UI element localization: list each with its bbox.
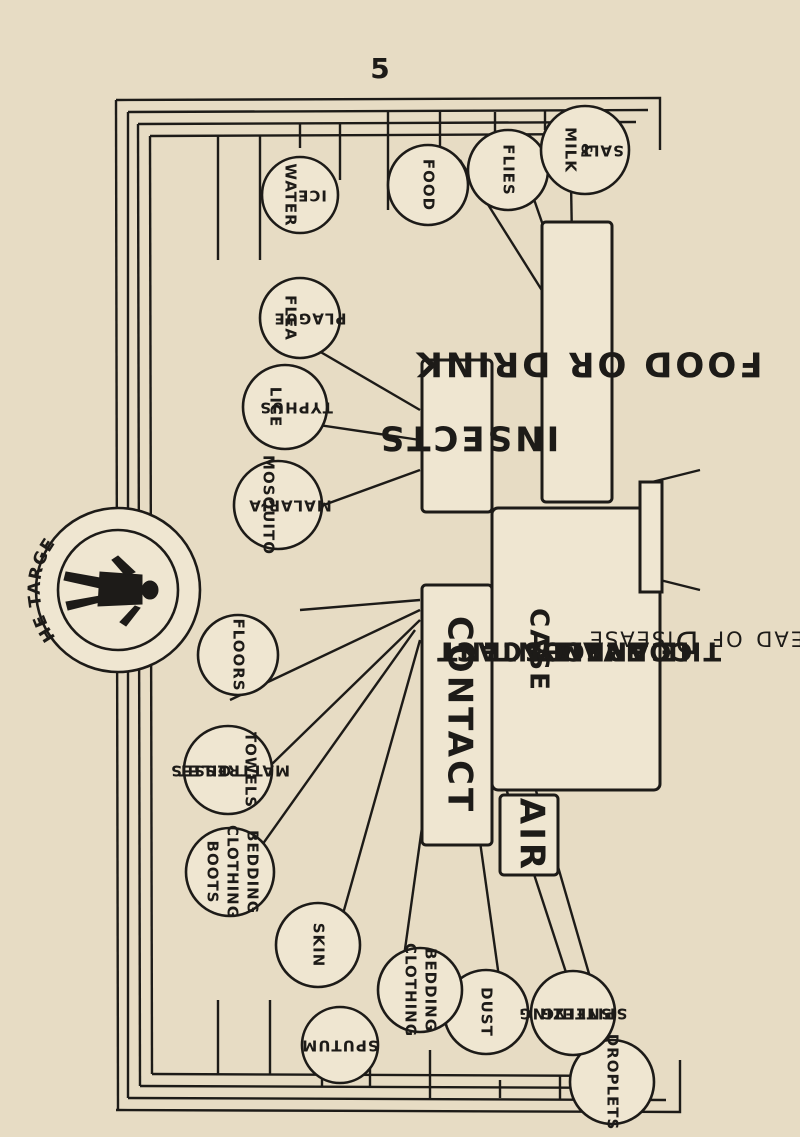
droplets-circle (568, 1038, 656, 1126)
ice-label: ICE (297, 187, 327, 205)
enemy-header: THE ENEMY (535, 636, 721, 666)
source-circles: DROPLETS SNEEZING SPITTING DUST BEDDING … (170, 104, 656, 1131)
enemy-bracket (638, 480, 664, 594)
enemy-line-contact: CONTACT (435, 636, 585, 666)
clothing-boots-boots-label: BOOTS (204, 841, 222, 904)
milk-label: MILK (562, 127, 580, 173)
clothing-boots-clothing-label: CLOTHING (224, 825, 242, 919)
diagram-title: Spread of Disease (588, 624, 800, 659)
floors-circle (196, 613, 280, 697)
route-air-label: AIR (512, 798, 552, 872)
droplets-label: DROPLETS (604, 1034, 622, 1131)
clothing-boots-circle (184, 826, 276, 918)
route-boxes: FOOD OR DRINK INSECTS CONTACT AIR THE EN… (377, 220, 763, 877)
towels-circle (182, 724, 274, 816)
sputum-label: SPUTUM (301, 1037, 378, 1055)
target-label: THE TARGET (0, 0, 60, 646)
bedding-label: BEDDING (422, 948, 440, 1032)
bedding-circle (376, 946, 464, 1034)
lice-label: LICE (267, 387, 285, 427)
food-label: FOOD (420, 159, 438, 211)
dust-label: DUST (478, 987, 496, 1037)
floors-label: FLOORS (230, 618, 248, 691)
insects-route-box (420, 358, 494, 514)
salt-label: SALT (580, 142, 624, 160)
typhus-label: TYPHUS (259, 399, 333, 417)
enemy-line-case: CASE (524, 608, 554, 692)
flies-label: FLIES (500, 144, 518, 195)
water-circle (260, 155, 340, 235)
malaria-label: MALARIA (248, 497, 331, 515)
route-food-label: FOOD OR DRINK (414, 344, 763, 384)
ampersand-label: & (578, 143, 596, 157)
mattresses-label: MATTRESSES (170, 762, 290, 780)
clothing-label: CLOTHING (402, 943, 420, 1037)
food-route-box (540, 220, 614, 504)
milk-circle (539, 104, 631, 196)
route-contact-label: CONTACT (440, 616, 480, 814)
sputum-circle (300, 1005, 380, 1085)
flea-label: FLEA (282, 295, 300, 341)
skin-label: SKIN (310, 923, 328, 968)
skin-circle (274, 901, 362, 989)
water-label: WATER (282, 163, 300, 226)
plague-label: PLAGUE (274, 310, 347, 328)
mosquito-circle (232, 459, 324, 551)
towels-label: TOWELS (242, 732, 260, 808)
contact-route-box (420, 583, 494, 847)
route-insects-label: INSECTS (377, 418, 559, 458)
enemy-line-convalescent: CONVALESCENT (438, 636, 693, 666)
flea-circle (258, 276, 342, 360)
mosquito-label: MOSQUITO (260, 455, 278, 555)
person-icon (63, 555, 159, 627)
air-route-box (498, 793, 560, 877)
sneezing-circle (529, 969, 617, 1057)
food-circle (386, 143, 470, 227)
clothing-boots-bedding-label: BEDDING (244, 830, 262, 914)
lice-circle (241, 363, 329, 451)
page-number: 5 (370, 52, 390, 85)
sneezing-label: SNEEZING (518, 1005, 611, 1023)
enemy-line-carrier: CARRIER (530, 636, 671, 666)
spitting-label: SPITTING (541, 1005, 628, 1023)
toilet-label: TOILET (178, 762, 243, 780)
